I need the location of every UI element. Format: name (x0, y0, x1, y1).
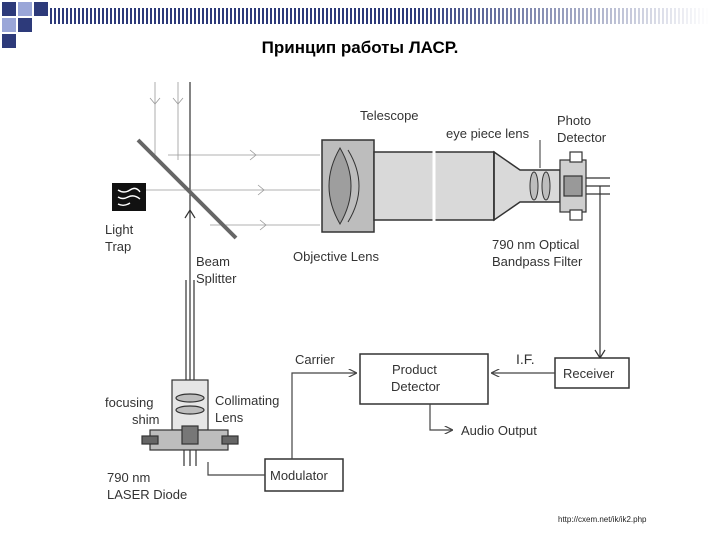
corner-square (18, 2, 32, 16)
label-receiver: Receiver (563, 366, 615, 381)
modulator-box (264, 458, 344, 492)
label-product-detector-2: Detector (391, 379, 441, 394)
label-collimating-lens-1: Collimating (215, 393, 279, 408)
corner-square (34, 2, 48, 16)
label-light-trap-1: Light (105, 222, 134, 237)
label-product-detector-1: Product (392, 362, 437, 377)
slide-title: Принцип работы ЛАСР. (261, 38, 459, 57)
source-url: http://cxem.net/ik/ik2.php (558, 515, 647, 524)
label-laser-diode-2: LASER Diode (107, 487, 187, 502)
label-photo-detector-2: Detector (557, 130, 607, 145)
telescope-tube (321, 139, 561, 233)
label-focusing-shim-1: focusing (105, 395, 153, 410)
corner-square (2, 18, 16, 32)
label-optical-filter-1: 790 nm Optical (492, 237, 580, 252)
eye-piece-lens (529, 171, 551, 201)
label-beam-splitter-2: Splitter (196, 271, 237, 286)
label-carrier: Carrier (295, 352, 335, 367)
label-telescope: Telescope (360, 108, 419, 123)
light-trap (112, 183, 146, 211)
photo-detector (539, 140, 610, 360)
label-audio-output: Audio Output (461, 423, 537, 438)
light-rays (146, 82, 443, 231)
corner-square (18, 18, 32, 32)
signal-lines (207, 373, 555, 476)
label-collimating-lens-2: Lens (215, 410, 244, 425)
label-beam-splitter-1: Beam (196, 254, 230, 269)
label-optical-filter-2: Bandpass Filter (492, 254, 583, 269)
label-focusing-shim-2: shim (132, 412, 159, 427)
header-stripe-bar (50, 8, 710, 24)
diagram-labels: Telescope eye piece lens Photo Detector … (105, 108, 615, 502)
label-objective-lens: Objective Lens (293, 249, 379, 264)
product-detector-box (359, 353, 489, 405)
label-eye-piece-lens: eye piece lens (446, 126, 530, 141)
objective-lens (328, 147, 360, 225)
beam-splitter (136, 138, 238, 240)
laser-diode-assembly (141, 379, 239, 466)
label-laser-diode-1: 790 nm (107, 470, 150, 485)
laser-beam (184, 82, 196, 380)
label-light-trap-2: Trap (105, 239, 131, 254)
label-modulator: Modulator (270, 468, 328, 483)
label-if: I.F. (516, 351, 535, 367)
corner-square (2, 2, 16, 16)
corner-square (2, 34, 16, 48)
label-photo-detector-1: Photo (557, 113, 591, 128)
